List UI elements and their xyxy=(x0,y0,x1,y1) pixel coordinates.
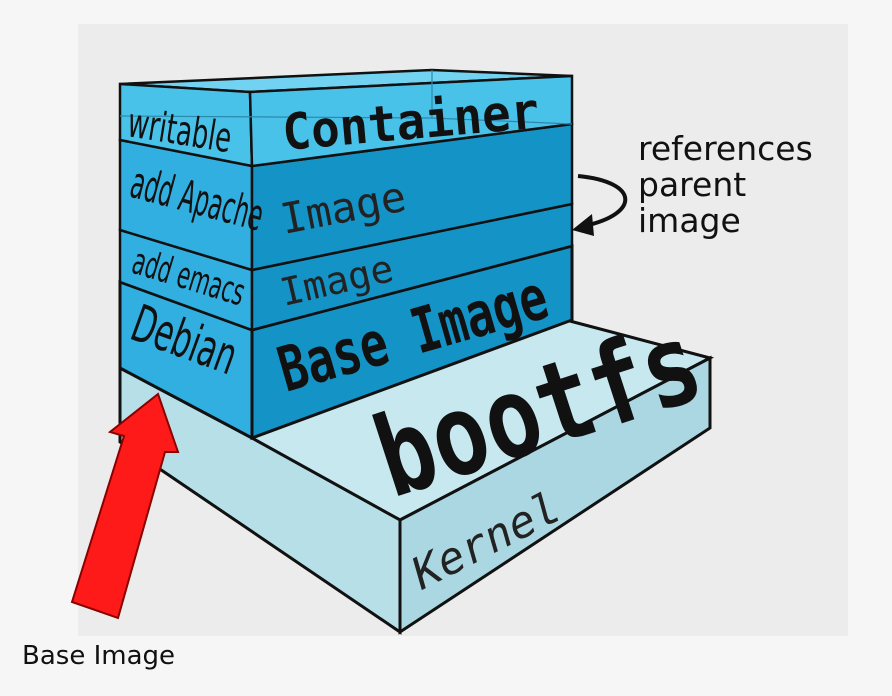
base-image-caption: Base Image xyxy=(22,641,175,671)
references-line-2: parent xyxy=(638,165,746,204)
references-line-3: image xyxy=(638,201,741,240)
references-line-1: references xyxy=(638,129,813,168)
curved-arrow-head-icon xyxy=(572,214,594,236)
kernel-front-face xyxy=(398,355,712,635)
container-edge-line xyxy=(119,115,433,119)
container-edge-line xyxy=(431,117,573,125)
curved-arrow-icon xyxy=(577,174,628,228)
red-arrow-icon xyxy=(70,392,180,620)
